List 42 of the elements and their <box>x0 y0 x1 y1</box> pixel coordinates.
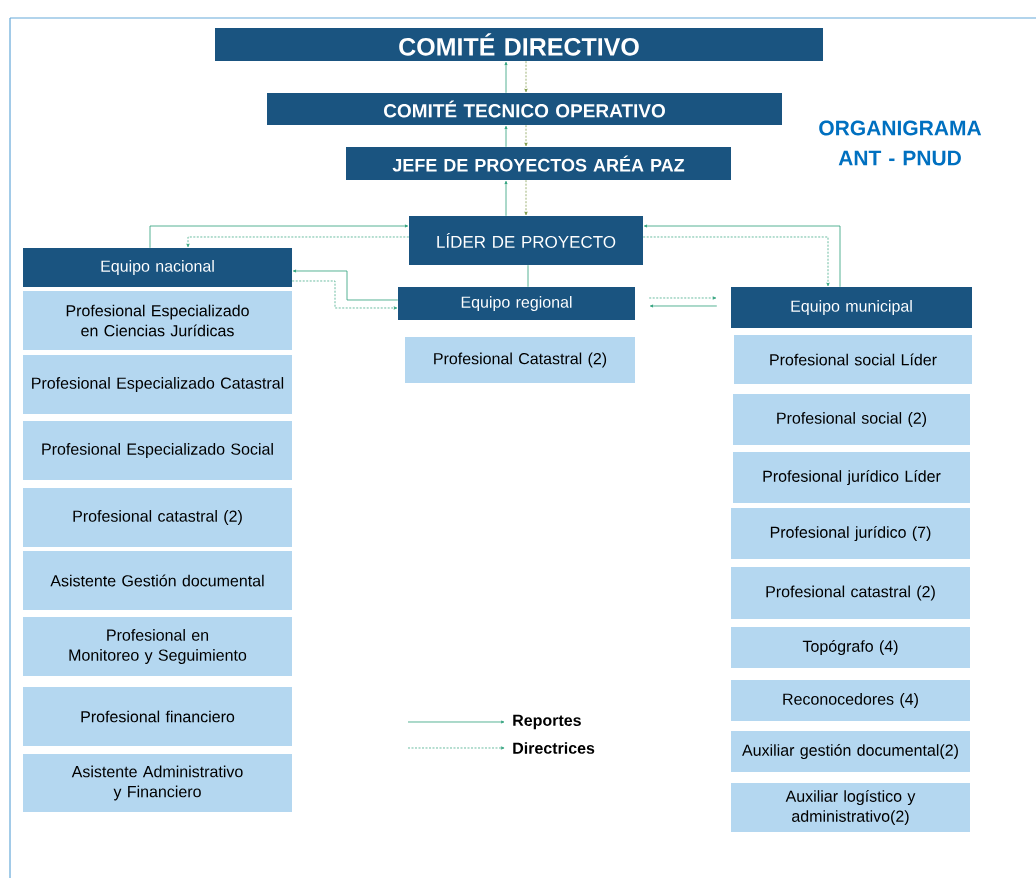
role-box: Profesional catastral (2) <box>23 488 292 547</box>
connector-arrow <box>504 125 508 148</box>
team-box: Equipo municipal <box>731 287 972 328</box>
role-box: Profesional Especializado Social <box>23 421 292 480</box>
connector-arrow <box>504 61 508 94</box>
role-box: Profesional Catastral (2) <box>405 337 635 383</box>
connector-arrow <box>292 269 399 301</box>
team-box: Equipo regional <box>398 287 635 320</box>
role-box: Profesional social Líder <box>734 335 972 384</box>
diagram-title: ORGANIGRAMA ANT - PNUD <box>819 120 982 166</box>
header-box: COMITÉ DIRECTIVO <box>215 28 823 61</box>
role-box: Profesional financiero <box>23 687 292 746</box>
role-box: Profesional jurídico Líder <box>733 452 970 503</box>
connector-arrow <box>291 280 398 310</box>
role-box: Auxiliar logístico y administrativo(2) <box>731 783 970 832</box>
connector-arrow <box>649 304 718 308</box>
connector-arrow <box>524 60 528 93</box>
leader-box: LÍDER DE PROYECTO <box>409 216 643 265</box>
role-box: Asistente Gestión documental <box>23 551 292 610</box>
role-box: Profesional jurídico (7) <box>731 508 970 559</box>
role-box: Asistente Administrativo y Financiero <box>23 754 292 812</box>
header-box: COMITÉ TECNICO OPERATIVO <box>267 93 782 125</box>
connector-arrow <box>524 124 528 147</box>
connector-arrow <box>504 180 508 217</box>
connector-arrow <box>643 224 841 288</box>
legend-text: Directrices <box>513 742 595 754</box>
role-box: Topógrafo (4) <box>731 627 970 668</box>
legend-text: Reportes <box>513 714 581 730</box>
role-box: Profesional catastral (2) <box>731 567 970 619</box>
connector-arrow <box>186 236 410 248</box>
connector-arrow <box>149 224 409 249</box>
connector-arrow <box>642 236 830 287</box>
role-box: Profesional en Monitoreo y Seguimiento <box>23 617 292 676</box>
role-box: Profesional Especializado en Ciencias Jurídicas <box>23 291 292 350</box>
role-box: Profesional social (2) <box>733 394 970 445</box>
role-box: Profesional Especializado Catastral <box>23 355 292 414</box>
role-box: Auxiliar gestión documental(2) <box>731 731 970 772</box>
connector-arrow <box>524 179 528 216</box>
connector-arrow <box>648 296 717 300</box>
role-box: Reconocedores (4) <box>731 680 970 721</box>
team-box: Equipo nacional <box>23 248 292 287</box>
header-box: JEFE DE PROYECTOS ARÉA PAZ <box>346 147 731 180</box>
